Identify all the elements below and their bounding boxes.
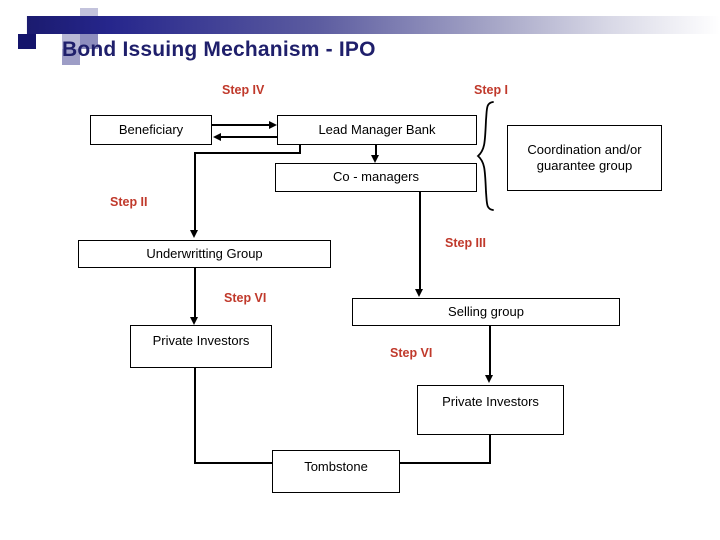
decoration-square	[62, 34, 80, 49]
arrowhead-left-to-beneficiary	[213, 132, 221, 141]
connector-elbow-to-underwritting	[194, 152, 196, 230]
arrowhead-down-to-selling	[415, 289, 423, 297]
connector-underwritting-to-investors	[194, 268, 196, 318]
connector-investors-right-down	[489, 435, 491, 464]
node-lead-manager-bank[interactable]: Lead Manager Bank	[277, 115, 477, 145]
connector-comanagers-to-selling	[419, 192, 421, 290]
arrowhead-right-to-lead	[269, 120, 277, 129]
step-label-iv: Step IV	[222, 83, 265, 97]
node-tombstone[interactable]: Tombstone	[272, 450, 400, 493]
decoration-square	[62, 49, 80, 65]
connector-investors-right-to-tombstone	[398, 462, 491, 464]
arrowhead-down-to-investors-right	[485, 375, 493, 383]
connector-lead-elbow-horizontal	[194, 152, 301, 154]
connector-beneficiary-to-lead	[212, 124, 269, 126]
step-label-ii: Step II	[110, 195, 148, 209]
connector-lead-to-beneficiary	[221, 136, 277, 138]
step-label-vi-right: Step VI	[390, 346, 433, 360]
decoration-square	[44, 34, 62, 49]
arrowhead-down-to-comanagers	[371, 155, 379, 163]
node-beneficiary[interactable]: Beneficiary	[90, 115, 212, 145]
step-label-i: Step I	[474, 83, 509, 97]
step-label-vi-left: Step VI	[224, 291, 267, 305]
node-coordination-group[interactable]: Coordination and/or guarantee group	[507, 125, 662, 191]
decoration-square	[80, 34, 98, 49]
grouping-brace-icon	[476, 101, 494, 211]
node-co-managers[interactable]: Co - managers	[275, 163, 477, 192]
page-title: Bond Issuing Mechanism - IPO	[62, 38, 376, 61]
connector-selling-to-investors	[489, 326, 491, 376]
step-label-iii: Step III	[445, 236, 486, 250]
node-private-investors-right[interactable]: Private Investors	[417, 385, 564, 435]
connector-lead-to-comanagers	[375, 145, 377, 156]
arrowhead-down-to-investors-left	[190, 317, 198, 325]
node-underwritting-group[interactable]: Underwritting Group	[78, 240, 331, 268]
connector-investors-left-to-tombstone	[194, 462, 274, 464]
connector-investors-left-down	[194, 368, 196, 464]
arrowhead-down-to-underwritting	[190, 230, 198, 238]
header-gradient-bar	[27, 16, 720, 34]
decoration-square	[18, 34, 36, 49]
node-private-investors-left[interactable]: Private Investors	[130, 325, 272, 368]
node-selling-group[interactable]: Selling group	[352, 298, 620, 326]
connector-lead-elbow-stub	[299, 145, 301, 154]
